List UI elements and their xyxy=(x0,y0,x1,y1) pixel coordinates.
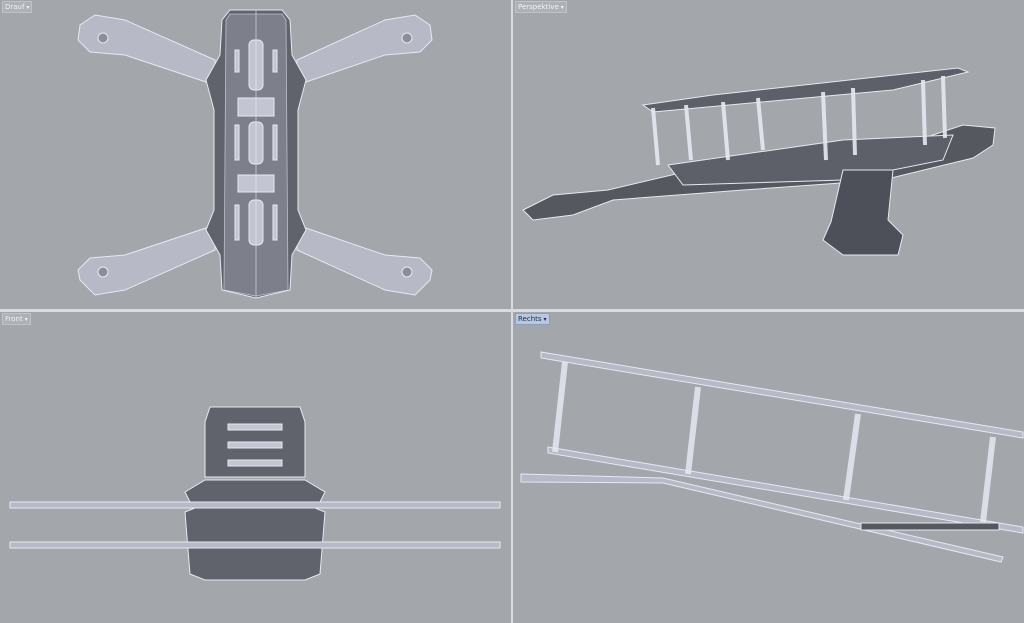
dropdown-arrow-icon: ▾ xyxy=(24,315,28,323)
viewport-front[interactable]: Front▾ xyxy=(0,312,511,623)
dropdown-arrow-icon: ▾ xyxy=(26,3,30,11)
drone-perspective-view xyxy=(522,67,996,256)
dropdown-arrow-icon: ▾ xyxy=(560,3,564,11)
viewport-title: Drauf xyxy=(5,3,25,11)
viewport-title: Front xyxy=(5,315,23,323)
viewport-menu-right[interactable]: Rechts▾ xyxy=(515,313,550,325)
viewport-top[interactable]: Drauf▾ xyxy=(0,0,511,309)
viewport-menu-front[interactable]: Front▾ xyxy=(2,313,31,325)
dropdown-arrow-icon: ▾ xyxy=(543,315,547,323)
drone-front-view xyxy=(9,406,501,581)
drone-top-view xyxy=(77,9,433,299)
viewport-title: Perspektive xyxy=(518,3,559,11)
viewport-menu-perspective[interactable]: Perspektive▾ xyxy=(515,1,567,13)
viewport-title: Rechts xyxy=(518,315,542,323)
viewport-right[interactable]: Rechts▾ xyxy=(512,311,1024,623)
drone-right-view xyxy=(520,351,1024,563)
viewport-menu-top[interactable]: Drauf▾ xyxy=(2,1,33,13)
viewport-perspective[interactable]: Perspektive▾ xyxy=(513,0,1024,309)
